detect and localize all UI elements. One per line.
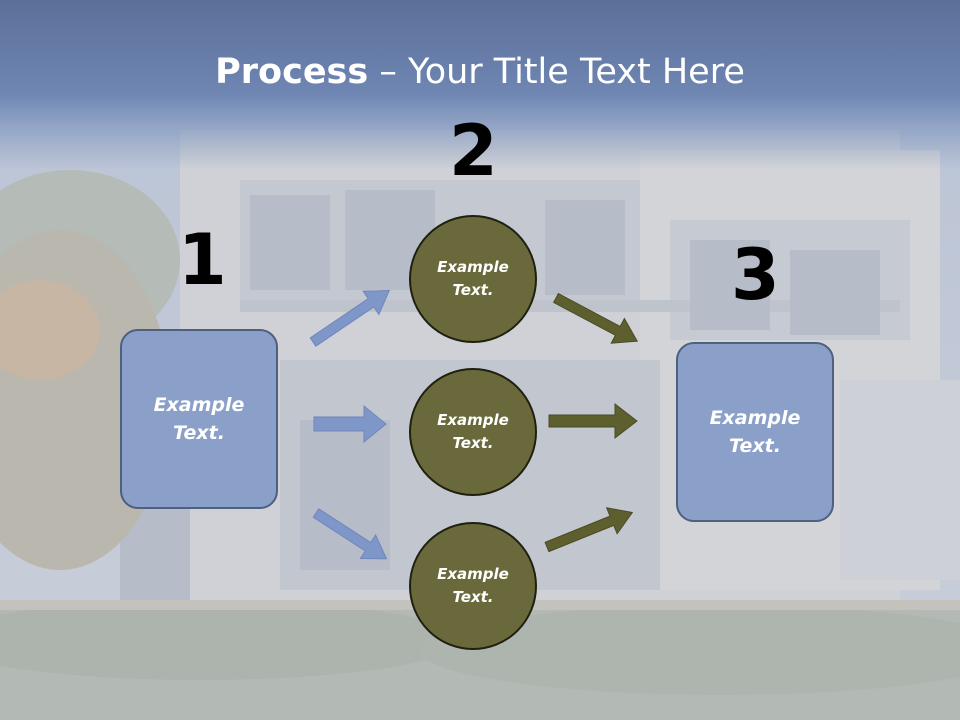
title-bold: Process [215,52,369,92]
arrow-circle-top-to-right [552,292,639,344]
right-box: Example Text. [676,342,834,522]
step-number-3: 3 [731,234,780,316]
arrow-left-to-circle-middle [313,404,387,444]
title-rest: – Your Title Text Here [368,52,745,92]
left-box: Example Text. [120,329,278,509]
page-title: Process – Your Title Text Here [0,52,960,92]
circle-middle: Example Text. [409,368,537,496]
circle-middle-label: Example Text. [437,410,509,452]
circle-top: Example Text. [409,215,537,343]
circle-bottom-label: Example Text. [437,564,509,606]
circle-bottom: Example Text. [409,522,537,650]
arrow-circle-middle-to-right [548,402,638,440]
left-box-label: Example Text. [153,393,245,445]
right-box-label: Example Text. [709,406,801,458]
header-band [0,0,960,170]
arrow-left-to-circle-bottom [312,508,388,560]
circle-top-label: Example Text. [437,257,509,299]
arrow-left-to-circle-top [309,290,391,347]
step-number-1: 1 [178,219,227,301]
step-number-2: 2 [449,110,498,192]
arrow-circle-bottom-to-right [544,507,634,553]
